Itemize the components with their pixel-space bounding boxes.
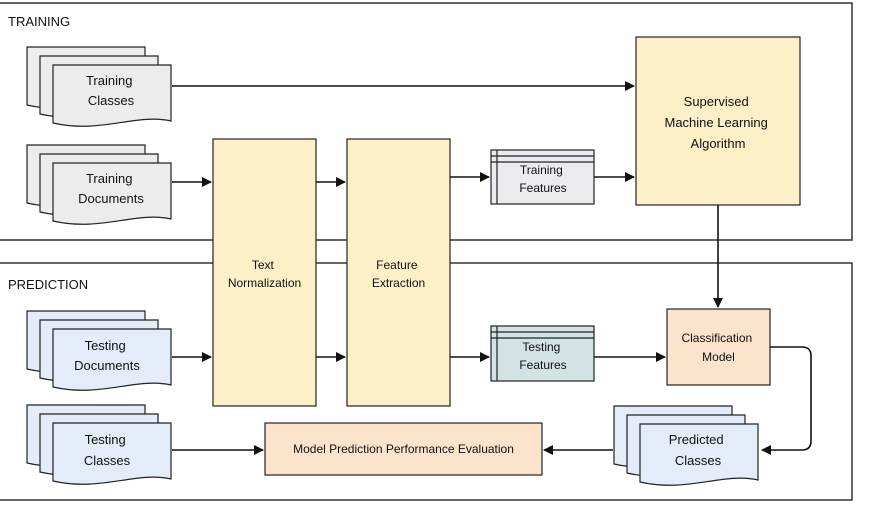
training-documents-docs [26,144,172,225]
text-normalization-label: Text Normalization [228,258,301,290]
text-normalization-box [212,138,317,407]
training-features-label: Training Features [519,163,566,195]
testing-features-label: Testing Features [519,340,566,372]
testing-features-box [490,325,595,382]
feature-extraction-box [346,138,451,407]
training-classes-label: Training Classes [86,73,136,108]
classification-model-label: Classification Model [681,331,755,364]
training-section-label: TRAINING [8,14,70,29]
training-features-box [490,149,595,205]
prediction-section-label: PREDICTION [8,277,88,292]
supervised-ml-box [635,36,801,206]
classification-model-box [666,308,771,386]
training-documents-label: Training Documents [78,171,144,206]
supervised-ml-label: Supervised Machine Learning Algorithm [665,94,772,151]
testing-documents-docs [26,310,172,391]
arrow-model-to-predicted [761,346,812,455]
predicted-classes-label: Predicted Classes [669,432,728,468]
testing-classes-docs [26,404,172,485]
feature-extraction-label: Feature Extraction [372,258,425,290]
training-classes-docs [26,46,172,127]
testing-classes-label: Testing Classes [84,432,131,468]
predicted-classes-docs [613,405,759,486]
evaluation-label: Model Prediction Performance Evaluation [293,442,514,456]
evaluation-box [264,422,543,476]
flow-arrows [172,81,812,455]
testing-documents-label: Testing Documents [74,338,140,373]
